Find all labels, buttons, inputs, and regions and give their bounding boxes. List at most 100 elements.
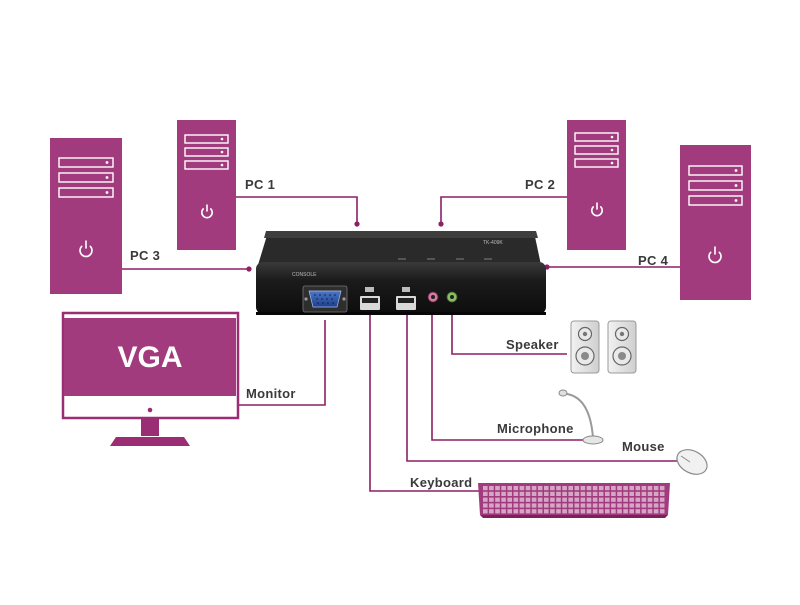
keyboard-key (580, 503, 586, 508)
pc1-cable-end (354, 221, 360, 227)
keyboard-key (507, 497, 512, 502)
keyboard-key (544, 497, 549, 502)
keyboard-key (562, 497, 567, 502)
keyboard-key (525, 486, 531, 491)
keyboard-key (513, 486, 519, 491)
keyboard-key (556, 491, 561, 496)
keyboard-key (544, 509, 549, 514)
keyboard-key (531, 486, 537, 491)
keyboard-key (507, 486, 512, 491)
pc1-tower (177, 120, 236, 250)
keyboard-key (592, 503, 598, 508)
mouse-label: Mouse (622, 439, 665, 454)
power-icon (591, 202, 603, 217)
keyboard-key (641, 503, 647, 508)
keyboard-key (574, 509, 580, 514)
keyboard-key (611, 509, 616, 514)
keyboard-key (507, 491, 512, 496)
keyboard-key (629, 491, 634, 496)
keyboard-key (489, 503, 494, 508)
keyboard-key (629, 486, 634, 491)
keyboard-key (489, 486, 494, 491)
keyboard-key (574, 503, 580, 508)
keyboard-key (586, 497, 592, 502)
pc2-label: PC 2 (525, 177, 556, 192)
keyboard-key (544, 503, 549, 508)
keyboard-key (641, 497, 647, 502)
speaker-cable (451, 314, 567, 355)
keyboard-key (574, 491, 580, 496)
keyboard-key (659, 509, 665, 514)
keyboard-key (611, 497, 616, 502)
keyboard-key (653, 497, 659, 502)
pc3-label: PC 3 (130, 248, 161, 263)
power-icon (79, 240, 93, 258)
keyboard-key (568, 503, 573, 508)
keyboard-key (537, 491, 543, 496)
keyboard-key (562, 503, 567, 508)
keyboard-key (568, 491, 573, 496)
keyboard-key (574, 497, 580, 502)
keyboard-key (598, 486, 604, 491)
keyboard-key (519, 503, 525, 508)
keyboard-key (537, 497, 543, 502)
keyboard-key (495, 503, 500, 508)
keyboard-key (611, 486, 616, 491)
keyboard-key (525, 491, 531, 496)
keyboard-key (537, 503, 543, 508)
keyboard-key (598, 491, 604, 496)
keyboard-key (635, 509, 641, 514)
keyboard-key (647, 503, 653, 508)
monitor-cable (238, 320, 326, 406)
keyboard-key (617, 509, 622, 514)
keyboard-key (531, 503, 537, 508)
vga-port-icon (302, 285, 348, 313)
keyboard-key (647, 497, 653, 502)
keyboard-key (513, 509, 519, 514)
keyboard-key (483, 497, 488, 502)
keyboard-key (556, 497, 561, 502)
drive-bay-icon (58, 157, 114, 198)
keyboard-key (495, 491, 500, 496)
keyboard-key (489, 509, 494, 514)
keyboard-cable (369, 314, 480, 492)
keyboard-key (586, 509, 592, 514)
keyboard-key (556, 509, 561, 514)
kvm-model-label: TK-409K (483, 240, 503, 246)
keyboard-key (544, 491, 549, 496)
keyboard-key (605, 509, 610, 514)
kvm-switch: TK-409K CONSOLE (256, 231, 546, 315)
keyboard-key (629, 503, 634, 508)
keyboard-key (629, 497, 634, 502)
keyboard-key (501, 503, 506, 508)
keyboard-key (586, 491, 592, 496)
pc2-tower (567, 120, 626, 250)
keyboard-key (562, 486, 567, 491)
speaker-icon (570, 320, 637, 374)
kvm-status-leds (398, 258, 492, 260)
keyboard-key (495, 486, 500, 491)
keyboard-key (550, 503, 555, 508)
mouse-icon (676, 449, 708, 475)
keyboard-key (568, 486, 573, 491)
microphone-label: Microphone (497, 421, 574, 436)
keyboard-key (507, 503, 512, 508)
keyboard-key (623, 491, 628, 496)
keyboard-key (531, 491, 537, 496)
keyboard-key (550, 509, 555, 514)
keyboard-key (489, 497, 494, 502)
keyboard-key (580, 497, 586, 502)
keyboard-key (550, 491, 555, 496)
keyboard-key (531, 509, 537, 514)
keyboard-key (507, 509, 512, 514)
keyboard-key (592, 509, 598, 514)
keyboard-key (556, 503, 561, 508)
keyboard-key (562, 509, 567, 514)
keyboard-key (617, 491, 622, 496)
monitor-label: Monitor (246, 386, 296, 401)
audio-jack-icon (427, 291, 458, 303)
keyboard-key (635, 486, 641, 491)
keyboard-key (580, 486, 586, 491)
